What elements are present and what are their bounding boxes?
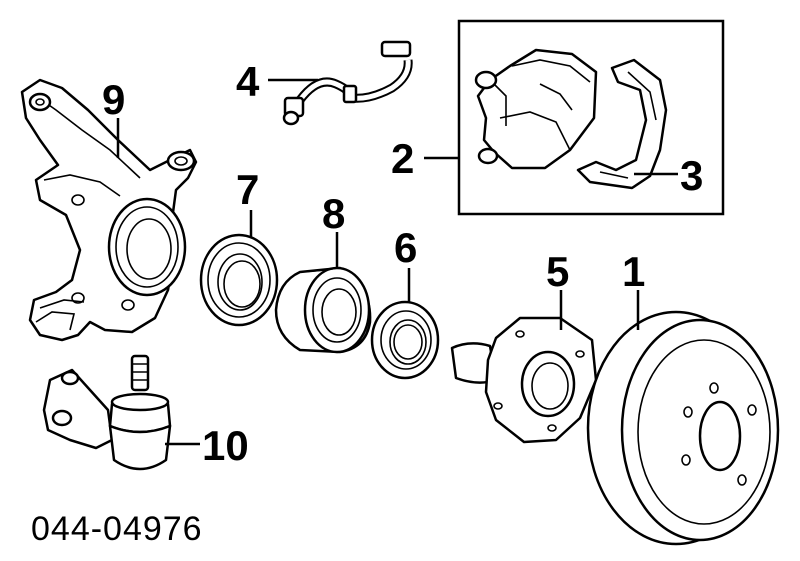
caliper-group-box (457, 19, 725, 216)
callout-8: 8 (322, 190, 345, 237)
callout-9: 9 (102, 76, 125, 123)
callout-3: 3 (680, 152, 703, 199)
leader-lines (116, 78, 678, 446)
callout-labels: 1 2 3 4 5 6 7 8 9 10 (102, 58, 703, 469)
callout-2: 2 (391, 135, 414, 182)
steering-knuckle (20, 78, 198, 342)
hub-bearing (274, 266, 372, 354)
oil-seal (199, 233, 279, 327)
brake-rotor (586, 310, 780, 546)
brake-caliper (474, 48, 598, 170)
part-code: 044-04976 (31, 510, 203, 548)
callout-5: 5 (546, 248, 569, 295)
callout-6: 6 (394, 224, 417, 271)
callout-4: 4 (236, 58, 260, 105)
ball-joint (42, 354, 172, 471)
brake-hose (282, 40, 413, 126)
caliper-bracket (576, 58, 668, 190)
callout-1: 1 (622, 248, 645, 295)
callout-10: 10 (202, 422, 249, 469)
dust-seal (370, 300, 440, 380)
wheel-hub (450, 316, 598, 444)
callout-7: 7 (236, 166, 259, 213)
